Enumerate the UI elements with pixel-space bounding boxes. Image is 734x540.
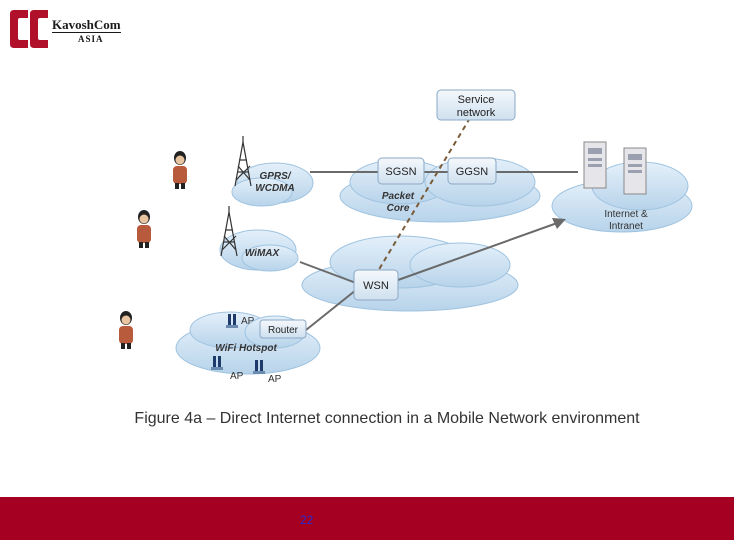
ap-label-3: AP xyxy=(268,374,282,385)
footer-bar: 22 xyxy=(0,497,734,540)
mobile-user-icon xyxy=(137,210,151,248)
server-icon xyxy=(623,147,647,195)
dashed-link xyxy=(374,117,471,277)
mobile-user-icon xyxy=(119,311,133,349)
ap-label-1: AP xyxy=(241,316,255,327)
mobile-user-icon xyxy=(173,151,187,189)
logo-brand-sub: ASIA xyxy=(78,34,104,44)
cell-tower-icon xyxy=(234,136,252,187)
service-label-2: network xyxy=(457,107,496,119)
gprs-label-1: GPRS/ xyxy=(259,171,291,182)
connection-lines xyxy=(299,171,578,331)
wsn-cloud xyxy=(301,235,519,312)
network-diagram: Service network SGSN GGSN WSN Router Pac… xyxy=(119,89,693,385)
kavoshcom-logo: KavoshCom ASIA xyxy=(8,6,138,54)
ap-label-2: AP xyxy=(230,371,244,382)
internet-label-1: Internet & xyxy=(604,209,648,220)
packet-core-label-2: Core xyxy=(387,203,410,214)
sgsn-box: SGSN xyxy=(377,157,425,185)
wsn-label: WSN xyxy=(363,280,389,292)
router-box: Router xyxy=(259,319,307,339)
access-point-icon xyxy=(226,314,238,328)
wimax-cloud xyxy=(219,229,299,272)
logo-brand-name: KavoshCom xyxy=(52,17,121,33)
sgsn-label: SGSN xyxy=(385,166,416,178)
gprs-label-2: WCDMA xyxy=(255,183,294,194)
ggsn-box: GGSN xyxy=(447,157,497,185)
page-number: 22 xyxy=(300,513,314,527)
wsn-box: WSN xyxy=(353,269,399,301)
ggsn-label: GGSN xyxy=(456,166,488,178)
server-icon xyxy=(583,141,607,189)
cell-tower-icon xyxy=(220,206,238,257)
figure-caption: Figure 4a – Direct Internet connection i… xyxy=(134,410,640,427)
access-point-icon xyxy=(211,356,223,370)
gprs-cloud xyxy=(231,162,314,207)
packet-core-label-1: Packet xyxy=(382,191,415,202)
service-network-box: Service network xyxy=(436,89,516,121)
internet-label-2: Intranet xyxy=(609,221,643,232)
router-label: Router xyxy=(268,325,299,336)
wimax-label: WiMAX xyxy=(245,248,281,259)
access-point-icon xyxy=(253,360,265,374)
logo-mark-icon xyxy=(10,10,48,48)
service-label-1: Service xyxy=(458,94,495,106)
wifi-hotspot-label: WiFi Hotspot xyxy=(215,343,277,354)
